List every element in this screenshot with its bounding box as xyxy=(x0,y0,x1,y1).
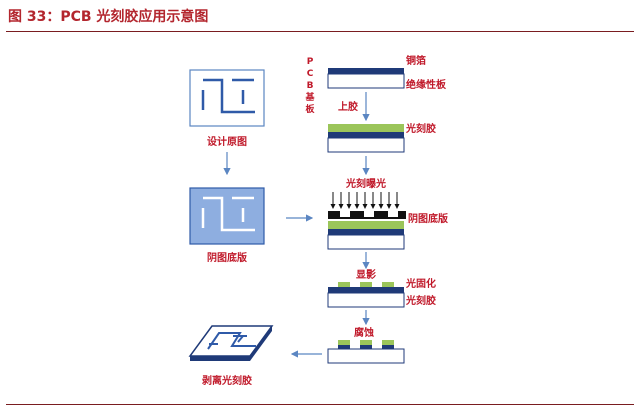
resist-layer xyxy=(328,124,404,132)
label-copper-foil: 铜箔 xyxy=(406,54,426,67)
svg-text:板: 板 xyxy=(305,103,315,115)
label-step-develop: 显影 xyxy=(356,269,376,281)
negative-trace-1 xyxy=(203,196,255,232)
coated-board xyxy=(327,124,405,153)
label-negative-mask-left: 阴图底版 xyxy=(207,251,247,264)
insulating-layer xyxy=(327,73,405,89)
board-trace-4 xyxy=(237,335,244,343)
pcb-substrate-side-label: P C B 基 板 xyxy=(304,57,315,115)
label-photoresist: 光刻胶 xyxy=(405,122,436,135)
label-step-etch: 腐蚀 xyxy=(354,326,374,339)
design-original-panel xyxy=(189,69,265,127)
label-design-original: 设计原图 xyxy=(207,135,247,148)
label-step-coat: 上胶 xyxy=(338,100,358,113)
svg-text:C: C xyxy=(307,69,314,79)
exposure-board xyxy=(327,221,405,250)
label-cured-resist: 光固化 xyxy=(405,277,436,290)
design-trace-1 xyxy=(203,78,255,114)
label-photoresist-2: 光刻胶 xyxy=(405,294,436,307)
copper-foil-layer xyxy=(328,68,404,74)
bottom-divider xyxy=(6,404,634,405)
developed-board xyxy=(327,282,405,308)
stripped-board-3d xyxy=(188,325,274,361)
bare-board xyxy=(327,68,405,89)
figure-title: 图 33：PCB 光刻胶应用示意图 xyxy=(8,9,209,25)
figure-header: 图 33：PCB 光刻胶应用示意图 xyxy=(0,0,640,34)
label-step-expose: 光刻曝光 xyxy=(345,177,386,190)
exposure-rays xyxy=(330,192,400,209)
label-strip-resist: 剥离光刻胶 xyxy=(202,374,252,387)
exposure-mask xyxy=(328,211,406,219)
etched-board xyxy=(327,340,405,364)
svg-text:基: 基 xyxy=(304,91,315,103)
board-trace-1 xyxy=(207,332,256,350)
top-divider xyxy=(6,31,634,32)
label-negative-mask-right: 阴图底版 xyxy=(408,212,448,225)
svg-text:B: B xyxy=(307,81,314,91)
negative-mask-panel xyxy=(189,187,265,245)
label-insulating-board: 绝缘性板 xyxy=(406,78,447,91)
svg-text:P: P xyxy=(307,57,314,67)
